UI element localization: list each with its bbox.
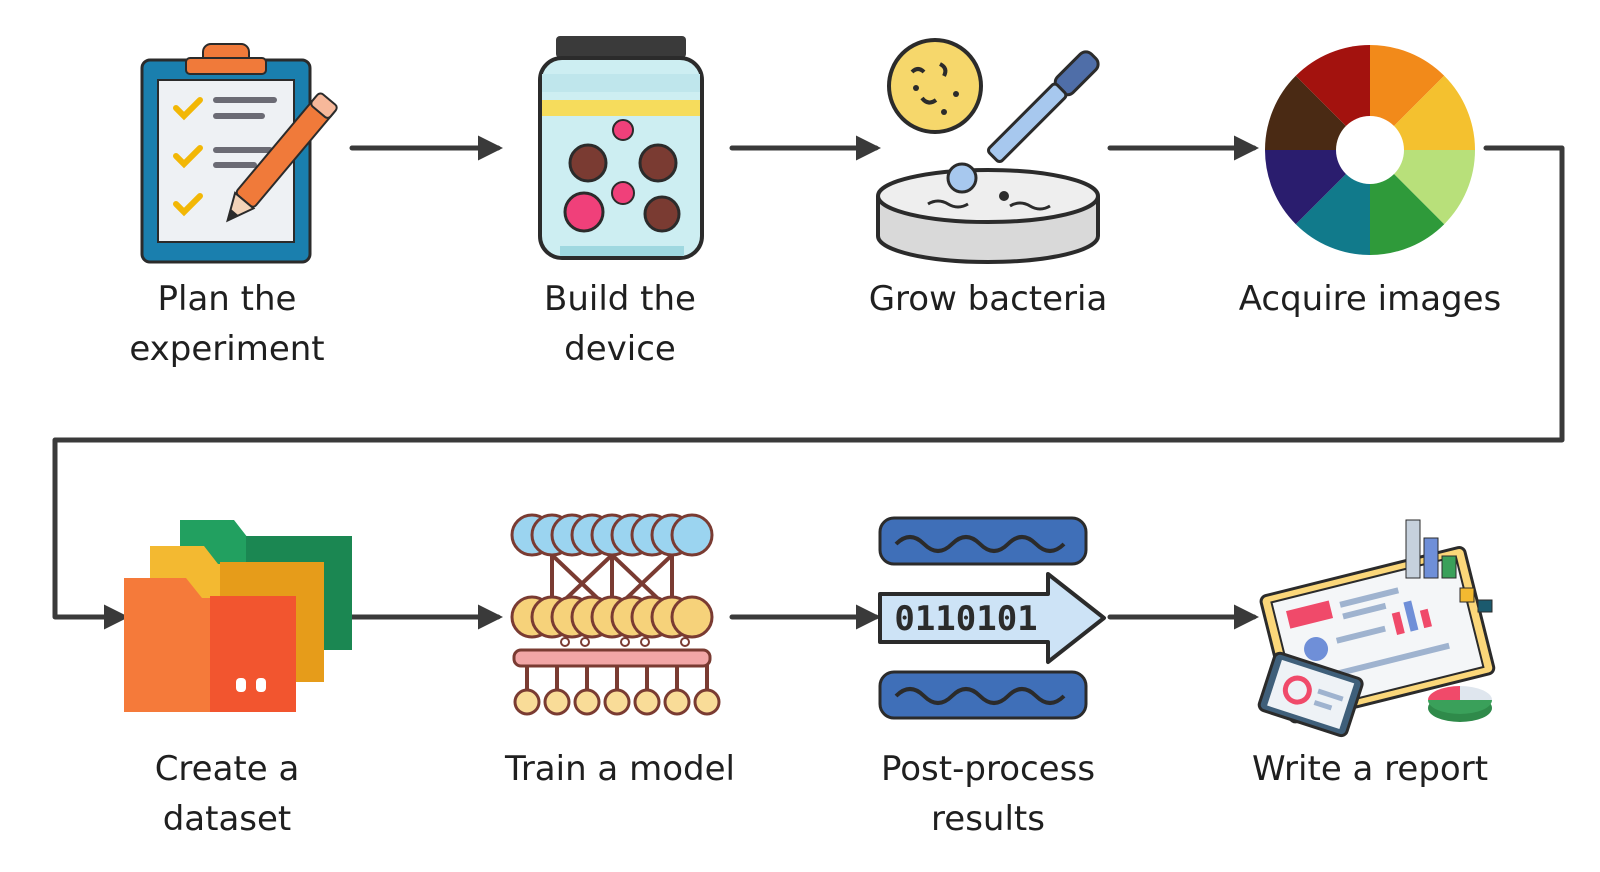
step-label-dataset: Create a dataset [154, 749, 300, 839]
petri-dish-dropper-icon [876, 38, 1100, 264]
jar-device-icon [538, 36, 704, 260]
folders-icon [124, 520, 352, 712]
step-label-build: Build the device [544, 279, 696, 369]
step-label-plan: Plan the experiment [129, 279, 325, 369]
report-charts-icon [1257, 519, 1496, 738]
binary-data-stream-icon: 0110101 [878, 516, 1106, 720]
neural-network-icon [510, 513, 721, 716]
camera-aperture-color-wheel-icon [1265, 45, 1475, 255]
step-label-postprocess: Post-process results [880, 749, 1096, 839]
connector-arrows [52, 135, 1565, 630]
step-label-train: Train a model [505, 749, 735, 789]
step-label-grow: Grow bacteria [868, 279, 1108, 319]
step-label-report: Write a report [1251, 749, 1489, 789]
arrow-acquire-to-dataset [52, 145, 1565, 630]
step-label-acquire: Acquire images [1238, 279, 1502, 319]
clipboard-checklist-icon [140, 43, 338, 264]
binary-code-text: 0110101 [894, 599, 1037, 639]
